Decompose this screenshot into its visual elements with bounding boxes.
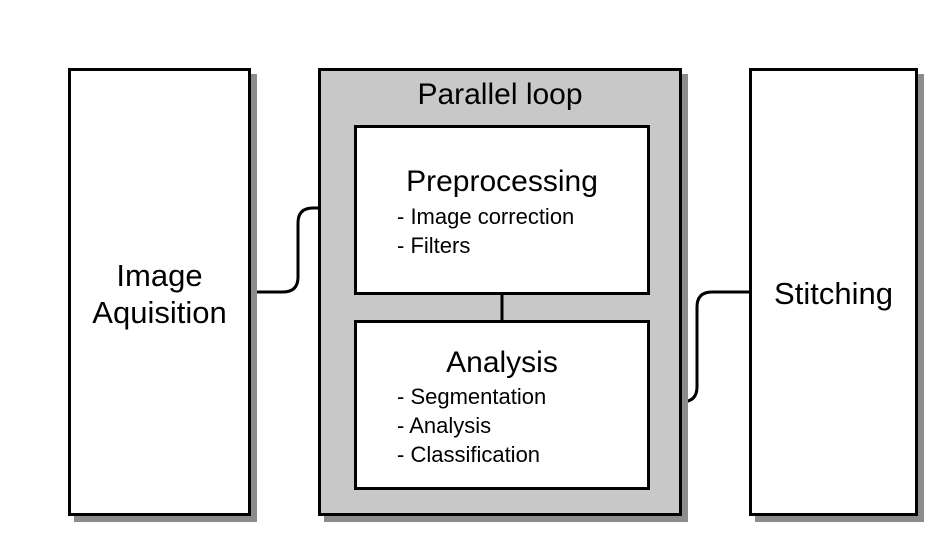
analysis-item: - Analysis [397,413,492,438]
image-acquisition-label-line2: Aquisition [92,295,227,330]
preprocessing-title: Preprocessing [406,165,598,198]
analysis-title: Analysis [446,346,558,379]
inner-connector [500,292,504,323]
preprocessing-items: - Image correction - Filters [397,202,574,260]
preprocessing-item: - Filters [397,233,471,258]
analysis-items: - Segmentation - Analysis - Classificati… [397,382,546,469]
parallel-loop-title: Parallel loop [417,78,583,111]
stitching-label: Stitching [774,276,893,311]
parallel-loop-box: Parallel loop Preprocessing - Image corr… [318,68,682,516]
analysis-item: - Segmentation [397,384,547,409]
connector-acquisition-to-preprocessing [250,206,354,294]
preprocessing-box: Preprocessing - Image correction - Filte… [354,125,650,295]
stitching-box: Stitching [749,68,918,516]
preprocessing-item: - Image correction [397,204,575,229]
image-acquisition-label-line1: Image [116,258,203,293]
analysis-box: Analysis - Segmentation - Analysis - Cla… [354,320,650,490]
analysis-item: - Classification [397,442,541,467]
image-acquisition-box: Image Aquisition [68,68,251,516]
connector-analysis-to-stitching [645,290,750,404]
